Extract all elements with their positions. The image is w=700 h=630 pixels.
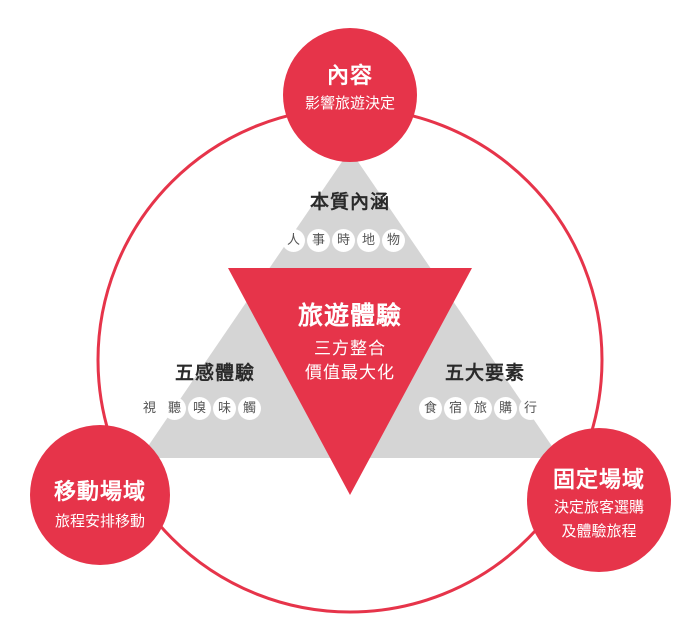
right-circle-subtitle-line1: 決定旅客選購 bbox=[553, 498, 644, 516]
left-section-chips: 視 聽 嗅 味 觸 bbox=[138, 397, 261, 420]
top-circle-title: 內容 bbox=[326, 64, 373, 89]
right-section-chips: 食 宿 旅 購 行 bbox=[419, 397, 542, 420]
chip-shi: 事 bbox=[307, 229, 330, 252]
left-circle-bg bbox=[30, 425, 170, 565]
right-section-title: 五大要素 bbox=[444, 362, 525, 384]
chip-wei: 味 bbox=[213, 397, 236, 420]
chip-wu: 物 bbox=[382, 229, 405, 252]
left-circle-title: 移動場域 bbox=[53, 480, 146, 505]
chip-shi-food: 食 bbox=[419, 397, 442, 420]
chip-su: 宿 bbox=[444, 397, 467, 420]
top-circle-bg bbox=[283, 28, 417, 162]
chip-shi-sight: 視 bbox=[138, 397, 161, 420]
center-inverted-triangle bbox=[228, 268, 472, 495]
center-line2: 價值最大化 bbox=[305, 363, 395, 383]
chip-ting: 聽 bbox=[163, 397, 186, 420]
top-section-chips: 人 事 時 地 物 bbox=[282, 229, 405, 252]
top-circle-subtitle: 影響旅遊決定 bbox=[304, 94, 395, 112]
chip-ren: 人 bbox=[282, 229, 305, 252]
top-section-title: 本質內涵 bbox=[309, 191, 390, 213]
right-circle-title: 固定場域 bbox=[552, 468, 645, 493]
right-circle-bg bbox=[527, 428, 671, 572]
chip-lv: 旅 bbox=[469, 397, 492, 420]
chip-xiu: 嗅 bbox=[188, 397, 211, 420]
center-line1: 三方整合 bbox=[314, 339, 386, 359]
chip-chu: 觸 bbox=[238, 397, 261, 420]
center-title: 旅遊體驗 bbox=[297, 301, 402, 330]
left-circle-subtitle: 旅程安排移動 bbox=[54, 512, 145, 530]
chip-xing: 行 bbox=[519, 397, 542, 420]
right-circle-subtitle-line2: 及體驗旅程 bbox=[561, 522, 637, 540]
chip-gou: 購 bbox=[494, 397, 517, 420]
chip-di: 地 bbox=[357, 229, 380, 252]
chip-shi2: 時 bbox=[332, 229, 355, 252]
left-section-title: 五感體驗 bbox=[174, 362, 255, 384]
